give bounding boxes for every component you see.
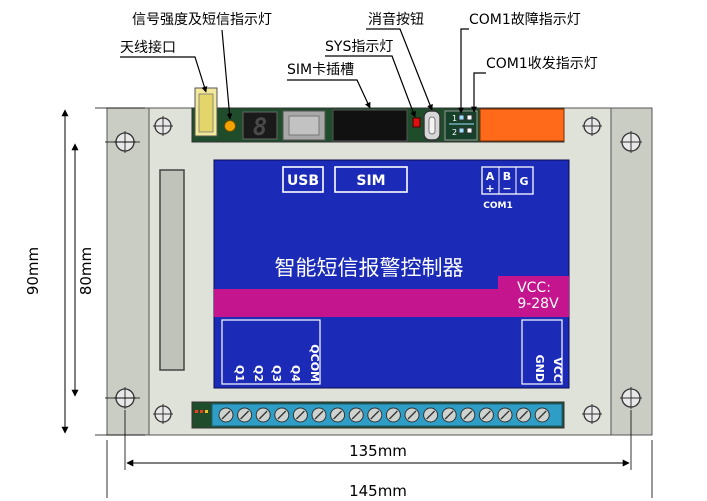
callout-com1-fault-led: COM1故障指示灯 bbox=[469, 12, 581, 28]
com1-fault-led-icon bbox=[458, 114, 465, 121]
terminal-screw-slot bbox=[314, 410, 324, 420]
power-box bbox=[521, 319, 563, 385]
sim-card-slot[interactable] bbox=[332, 109, 408, 142]
output-label: Q4 bbox=[289, 365, 302, 382]
dimension-outer-height: 90mm bbox=[24, 247, 42, 295]
usb-label: USB bbox=[287, 173, 319, 189]
com1-terminal-block[interactable] bbox=[479, 108, 565, 142]
screw-icon bbox=[582, 404, 602, 424]
vcc-label: VCC: bbox=[517, 280, 551, 296]
callouts: 信号强度及短信指示灯 天线接口 SIM卡插槽 消音按钮 SYS指示灯 COM1故… bbox=[120, 11, 598, 120]
callout-sys-led: SYS指示灯 bbox=[325, 39, 393, 55]
magenta-band bbox=[214, 276, 569, 317]
com1-b-label: B bbox=[503, 170, 511, 183]
terminal-screw-slot bbox=[481, 410, 491, 420]
dimension-inner-height: 80mm bbox=[77, 247, 95, 295]
power-label: VCC bbox=[551, 357, 564, 382]
com1-a-label: A bbox=[486, 170, 495, 183]
screw-icon bbox=[620, 387, 642, 409]
terminal-screw-slot bbox=[351, 410, 361, 420]
screw-icon bbox=[153, 116, 173, 136]
terminal-screw-slot bbox=[444, 410, 454, 420]
power-label: GND bbox=[533, 355, 546, 382]
output-label: Q3 bbox=[270, 365, 283, 382]
terminal-screw-slot bbox=[258, 410, 268, 420]
terminal-screw-slot bbox=[537, 410, 547, 420]
output-label: Q2 bbox=[252, 365, 265, 382]
signal-led-icon bbox=[224, 120, 236, 132]
outputs-box bbox=[221, 319, 321, 385]
screw-icon bbox=[153, 404, 173, 424]
terminal-screw-slot bbox=[519, 410, 529, 420]
screw-icon bbox=[620, 131, 642, 153]
dimension-lines: 90mm 80mm 135mm 145mm bbox=[24, 107, 653, 500]
callout-sim-slot: SIM卡插槽 bbox=[287, 62, 354, 78]
screw-icon bbox=[582, 116, 602, 136]
com1-g-label: G bbox=[519, 175, 528, 188]
led-row-label: 1 bbox=[452, 114, 457, 123]
com1-txrx-led-icon bbox=[458, 127, 465, 134]
sys-led-icon bbox=[412, 117, 421, 128]
panel-title: 智能短信报警控制器 bbox=[275, 256, 464, 280]
left-rail bbox=[106, 107, 150, 436]
terminal-screw-slot bbox=[407, 410, 417, 420]
terminal-screw-slot bbox=[240, 410, 250, 420]
dimension-inner-width: 135mm bbox=[349, 442, 407, 460]
terminal-screw-slot bbox=[426, 410, 436, 420]
com1-label: COM1 bbox=[483, 201, 512, 211]
com1-minus-label: − bbox=[502, 182, 511, 195]
callout-signal-led: 信号强度及短信指示灯 bbox=[132, 12, 272, 28]
led-row-label: 2 bbox=[452, 128, 457, 137]
terminal-screw-slot bbox=[221, 410, 231, 420]
seven-segment-digit: 8 bbox=[253, 113, 267, 141]
com1-label-box bbox=[481, 166, 534, 195]
terminal-screw-slot bbox=[463, 410, 473, 420]
callout-antenna: 天线接口 bbox=[120, 39, 176, 56]
com1-plus-label: + bbox=[485, 182, 494, 195]
sim-label-box bbox=[334, 166, 408, 193]
front-panel: USB SIM A B G + − COM1 智能短信报警控制器 VCC: 9-… bbox=[213, 159, 570, 389]
com1-txrx-led-icon bbox=[466, 127, 473, 134]
blue-panel bbox=[213, 159, 570, 389]
bottom-terminal-strip bbox=[191, 401, 565, 429]
top-strip: 8 1 2 bbox=[191, 87, 565, 143]
dimension-outer-width: 145mm bbox=[349, 482, 407, 500]
callout-mute-button: 消音按钮 bbox=[368, 11, 424, 28]
com1-fault-led-icon bbox=[466, 114, 473, 121]
vcc-range-label: 9-28V bbox=[517, 296, 559, 312]
terminal-screw-slot bbox=[333, 410, 343, 420]
usb-label-box bbox=[282, 166, 324, 193]
terminal-screw-slot bbox=[370, 410, 380, 420]
output-label: Q1 bbox=[233, 365, 246, 382]
terminal-screw-slot bbox=[277, 410, 287, 420]
power-labels: GND VCC bbox=[533, 355, 564, 382]
callout-com1-txrx-led: COM1收发指示灯 bbox=[486, 56, 598, 72]
left-slot bbox=[159, 169, 185, 371]
terminal-screw-slot bbox=[388, 410, 398, 420]
output-labels: Q1 Q2 Q3 Q4 QCOM bbox=[233, 344, 321, 382]
terminal-screw-slot bbox=[295, 410, 305, 420]
output-label: QCOM bbox=[308, 344, 321, 382]
sim-label: SIM bbox=[356, 173, 385, 189]
right-rail bbox=[610, 107, 653, 436]
terminal-screw-slot bbox=[500, 410, 510, 420]
seven-segment-display bbox=[242, 111, 278, 140]
